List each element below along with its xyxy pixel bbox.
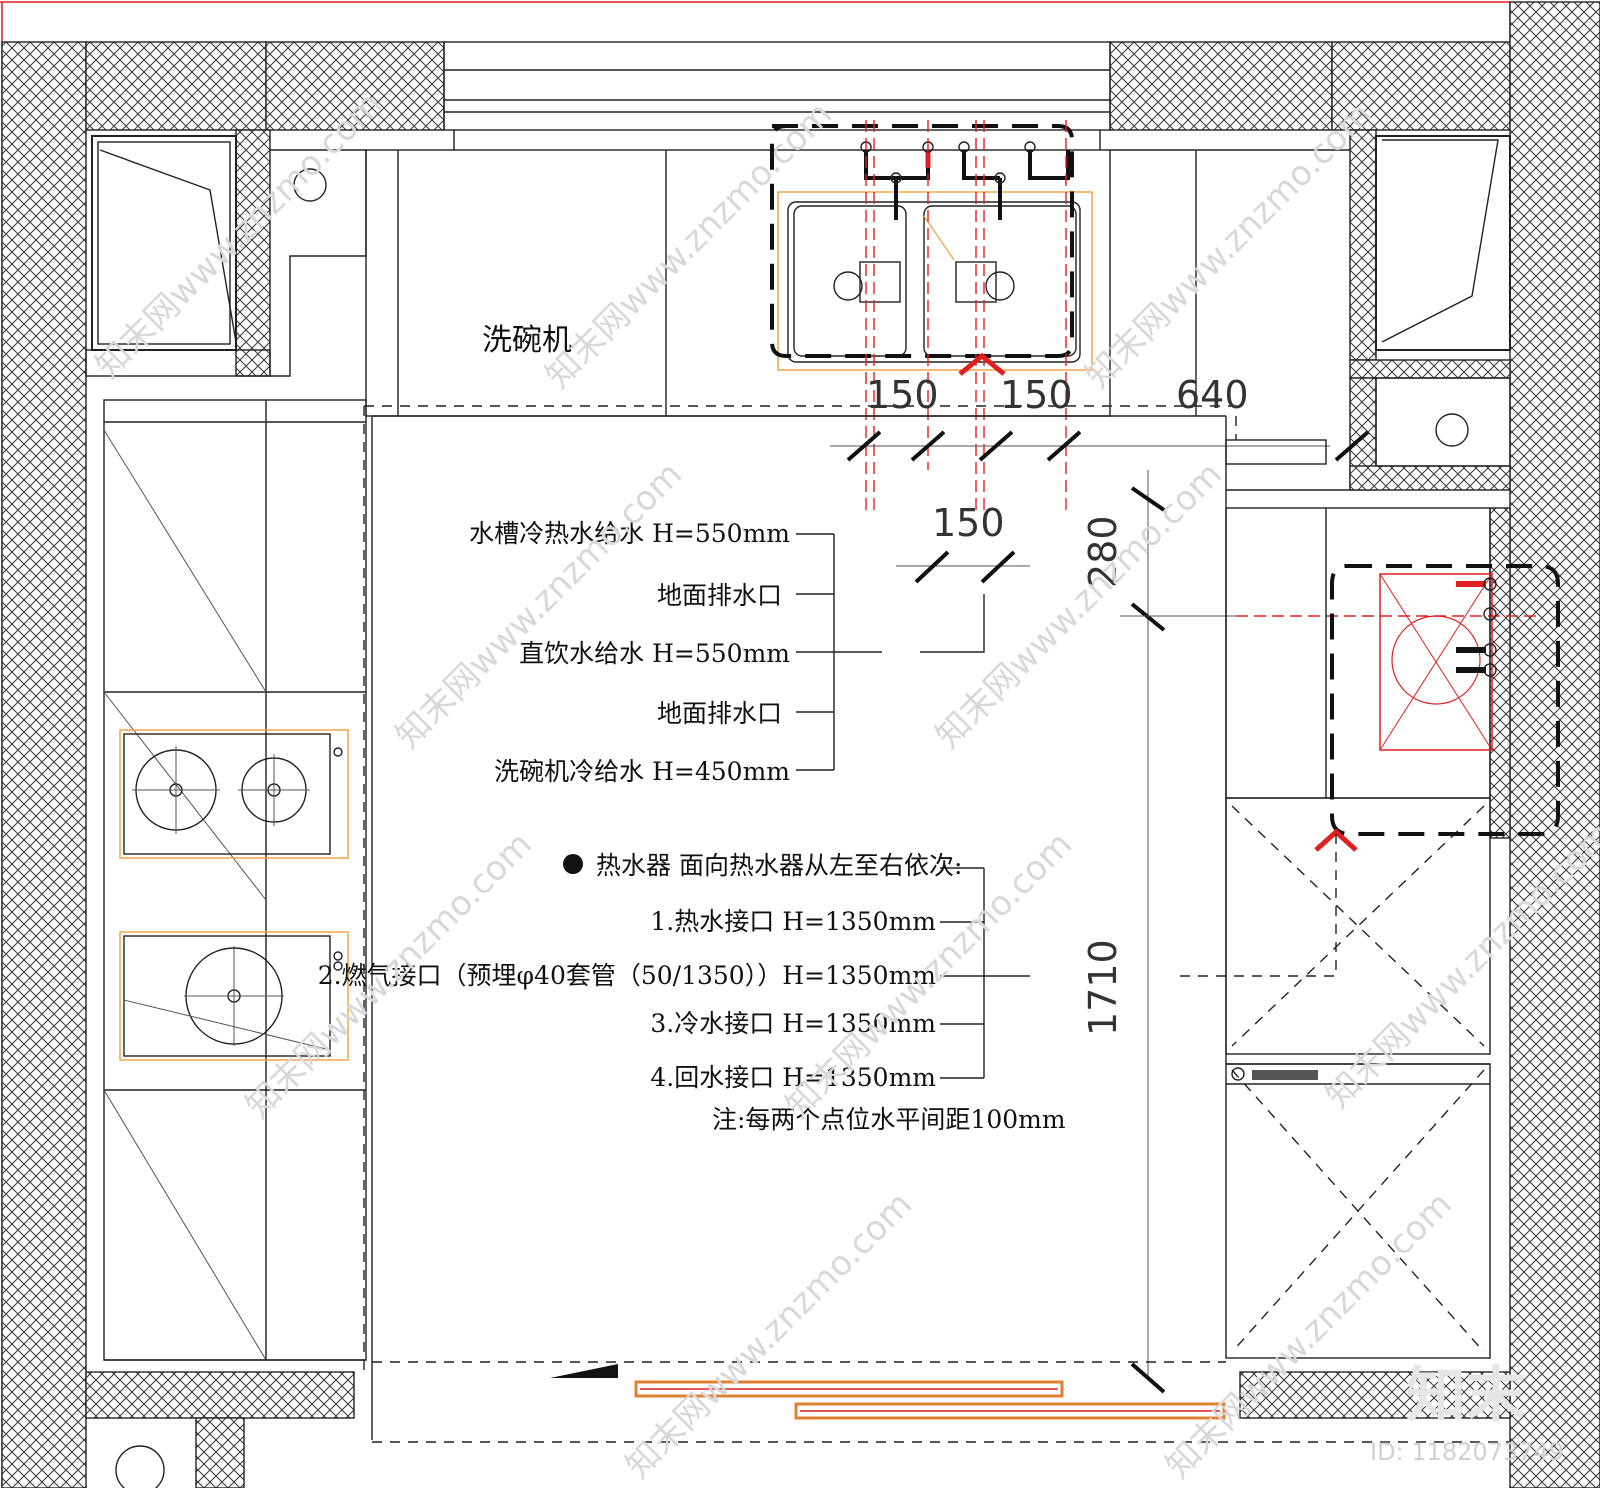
sink-legend-item: 水槽冷热水给水 H=550mm: [469, 519, 790, 548]
pipe-circle-icon: [115, 1445, 165, 1488]
room-label-dishwasher: 洗碗机: [482, 323, 572, 358]
drain-icon: [833, 271, 863, 301]
left-counter: [103, 399, 367, 1361]
dim-150-b: 150: [1000, 373, 1073, 417]
knob-icon: [333, 961, 343, 971]
heater-legend-item: 3.冷水接口 H=1350mm: [650, 1009, 936, 1038]
heater-legend-title: 热水器 面向热水器从左至右依次:: [596, 851, 962, 880]
knob-icon: [333, 951, 343, 961]
central-area: [371, 415, 1510, 1443]
dim-1710: 1710: [1081, 939, 1125, 1036]
brand-logo: 知末: [1406, 1361, 1526, 1431]
drain-icon: [985, 271, 1015, 301]
sink-legend-item: 地面排水口: [657, 699, 782, 728]
double-sink: [770, 124, 1093, 376]
sink-legend-leaders: [796, 533, 985, 771]
dim-280: 280: [1081, 515, 1125, 588]
watermark-text: 知末网www.znzmo.com: [388, 454, 690, 756]
heater-legend-item: 1.热水接口 H=1350mm: [650, 907, 936, 936]
pipe-circle-icon: [1435, 413, 1469, 447]
heater-legend-item: 2.燃气接口（预埋φ40套管（50/1350））H=1350mm: [318, 961, 937, 990]
heater-legend-note: 注:每两个点位水平间距100mm: [712, 1105, 1066, 1134]
right-cabinets: [1225, 439, 1491, 1359]
heater-legend-item: 4.回水接口 H=1350mm: [650, 1063, 936, 1092]
top-right-cabinet: [1375, 135, 1511, 467]
dimension-lines: [830, 430, 1540, 1394]
sink-legend-item: 洗碗机冷给水 H=450mm: [494, 757, 790, 786]
id-label: ID: 1182073749: [1370, 1438, 1564, 1466]
watermark-text: 知末网www.znzmo.com: [928, 454, 1230, 756]
top-left-cabinet: [85, 135, 367, 377]
watermark-text: 知末网www.znzmo.com: [1078, 94, 1380, 396]
heater-legend-leaders: [563, 854, 1030, 1079]
watermark-text: 知末网www.znzmo.com: [618, 1184, 920, 1486]
drain-icon: [859, 261, 901, 303]
pipe-circle-icon: [293, 168, 327, 202]
sink-legend-item: 直饮水给水 H=550mm: [519, 639, 790, 668]
knob-icon: [333, 747, 343, 757]
pipe-points: [860, 120, 1070, 510]
sink-legend-item: 地面排水口: [657, 581, 782, 610]
water-heater: [1180, 564, 1560, 977]
dim-150-a: 150: [866, 373, 939, 417]
arrow-icon: [550, 1364, 618, 1378]
dim-640: 640: [1176, 373, 1249, 417]
dim-150-c: 150: [932, 501, 1005, 545]
bullet-icon: [563, 854, 583, 874]
